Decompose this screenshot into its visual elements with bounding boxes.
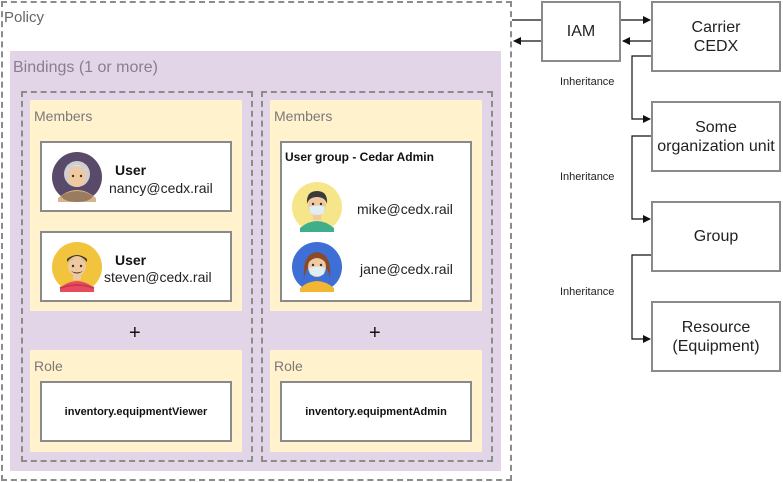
man-with-mask-avatar-icon [292, 182, 342, 232]
user-card-email: nancy@cedx.rail [109, 180, 213, 196]
carrier-node: Carrier CEDX [651, 1, 781, 72]
binding-1-members-label: Members [34, 108, 93, 124]
user-card-email: steven@cedx.rail [104, 269, 212, 285]
carrier-to-org-arrow [631, 55, 652, 123]
man-avatar-icon [52, 242, 102, 292]
org-unit-node: Some organization unit [651, 101, 781, 172]
group-node: Group [651, 201, 781, 272]
policy-label: Policy [4, 9, 45, 26]
user-card-steven: User steven@cedx.rail [40, 231, 232, 302]
policy-container [1, 1, 512, 481]
group-node-label: Group [693, 228, 739, 245]
iam-node-label: IAM [566, 23, 596, 40]
carrier-node-label: Carrier CEDX [691, 18, 741, 55]
binding-1-role-label: Role [34, 358, 63, 374]
binding-2 [261, 91, 493, 462]
binding-1 [21, 91, 253, 462]
resource-node-label: Resource (Equipment) [672, 318, 760, 355]
user-card-nancy: User nancy@cedx.rail [40, 141, 232, 212]
user-card-title: User [115, 252, 147, 268]
resource-node: Resource (Equipment) [651, 301, 781, 372]
role-name: inventory.equipmentViewer [64, 405, 208, 418]
role-name: inventory.equipmentAdmin [305, 405, 447, 418]
inheritance-label: Inheritance [560, 171, 615, 183]
user-group-card: User group - Cedar Admin mike@cedx.rail … [280, 141, 472, 302]
woman-with-mask-avatar-icon [292, 242, 342, 292]
binding-2-role-label: Role [274, 358, 303, 374]
user-group-member-email: jane@cedx.rail [360, 261, 453, 277]
binding-2-members-label: Members [274, 108, 333, 124]
binding-1-plus: + [129, 322, 141, 344]
group-to-resource-arrow [631, 254, 652, 343]
user-group-title: User group - Cedar Admin [285, 150, 434, 164]
inheritance-label: Inheritance [560, 286, 615, 298]
binding-2-plus: + [369, 322, 381, 344]
user-group-member-email: mike@cedx.rail [357, 201, 453, 217]
bindings-label: Bindings (1 or more) [13, 59, 158, 76]
role-card-admin: inventory.equipmentAdmin [280, 381, 472, 442]
org-unit-node-label: Some organization unit [657, 118, 775, 155]
user-card-title: User [115, 162, 147, 178]
inheritance-label: Inheritance [560, 76, 615, 88]
role-card-viewer: inventory.equipmentViewer [40, 381, 232, 442]
elderly-woman-avatar-icon [52, 152, 102, 202]
org-to-group-arrow [631, 135, 652, 223]
iam-node: IAM [541, 1, 621, 62]
